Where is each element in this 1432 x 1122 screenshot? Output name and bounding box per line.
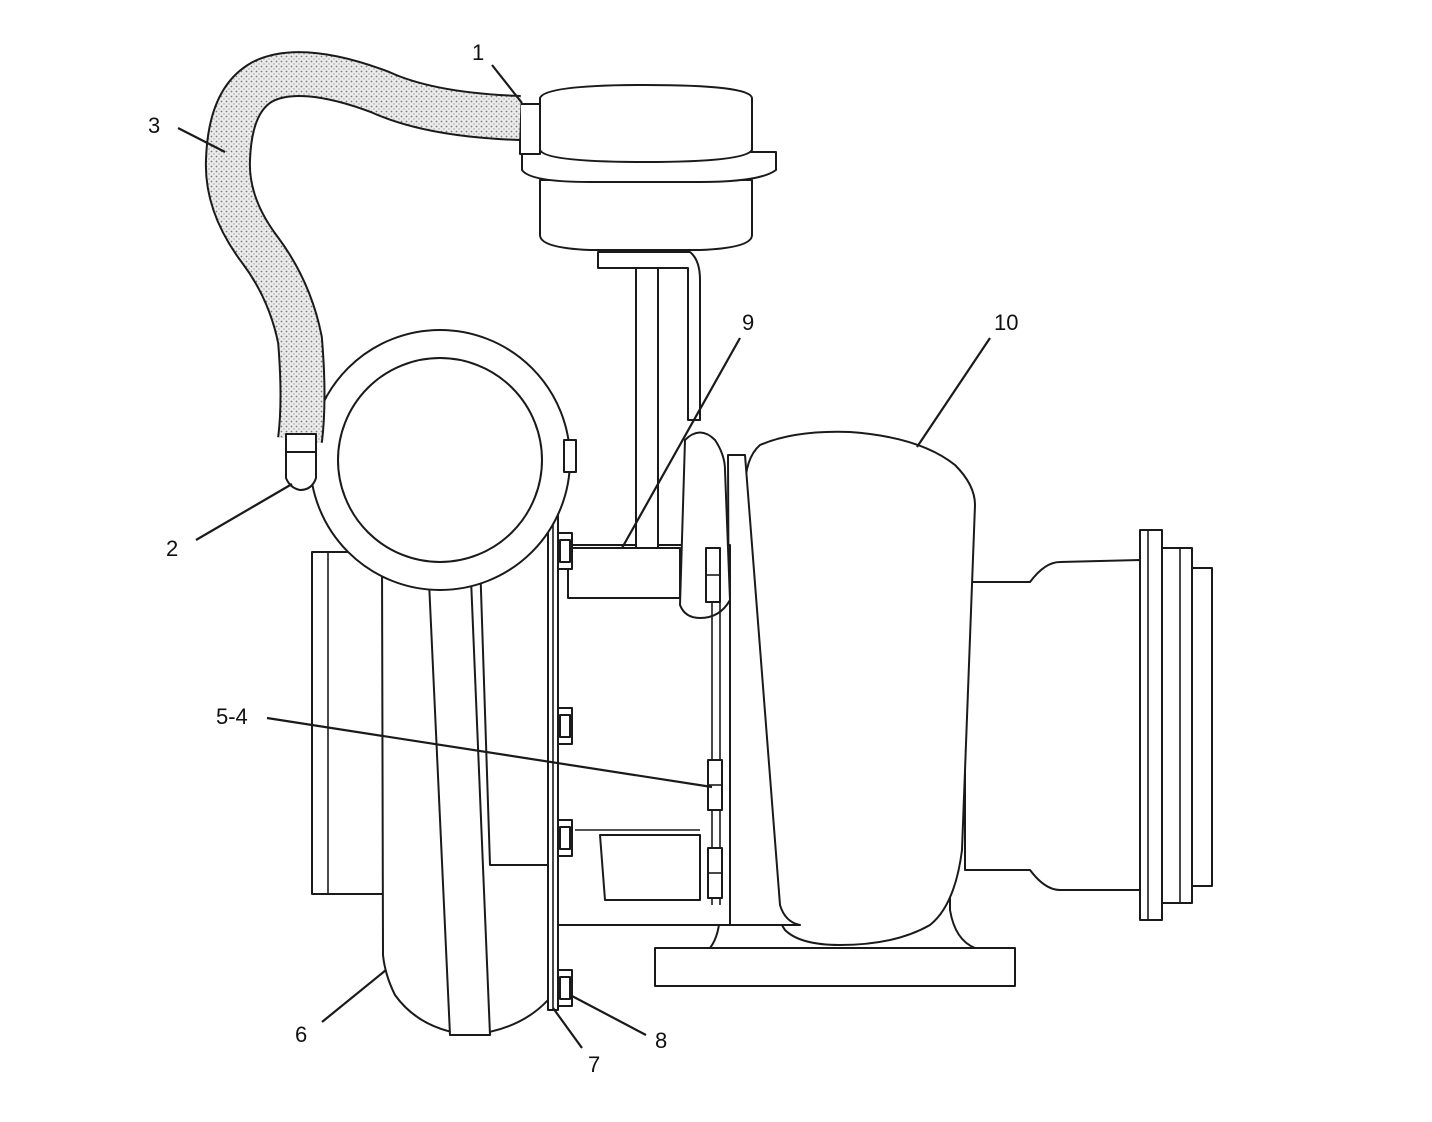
leader-1 [491, 64, 523, 104]
leader-7 [552, 1007, 583, 1049]
turbine-housing [654, 430, 1213, 987]
leader-lines [177, 64, 991, 1049]
leader-3 [177, 127, 226, 153]
callout-5-4: 5-4 [216, 704, 248, 729]
callout-1: 1 [472, 40, 484, 65]
leader-6 [321, 969, 387, 1023]
callout-3: 3 [148, 113, 160, 138]
callout-8: 8 [655, 1028, 667, 1053]
callout-7: 7 [588, 1052, 600, 1077]
bolt-mid-left [557, 707, 573, 745]
leader-9 [621, 337, 741, 549]
bolt-lower-right [707, 847, 723, 899]
hose [204, 51, 521, 491]
callout-6: 6 [295, 1022, 307, 1047]
callout-10: 10 [994, 310, 1018, 335]
leader-10 [916, 337, 991, 448]
leader-5-4 [266, 716, 713, 789]
callout-2: 2 [166, 536, 178, 561]
leader-2 [195, 483, 293, 541]
compressor-outlet-ring [309, 329, 577, 591]
bolt-bottom-left [557, 969, 573, 1007]
wastegate-actuator [519, 84, 777, 549]
bolt-upper-left [557, 532, 573, 570]
callout-labels: 1 3 2 9 10 5-4 6 7 8 [148, 40, 1018, 1077]
bolts [557, 532, 723, 1007]
bolt-mid-right [707, 759, 723, 811]
leader-8 [571, 995, 647, 1036]
compressor-housing [311, 469, 559, 1036]
bolt-upper-right [705, 547, 721, 603]
bolt-lower-left [557, 819, 573, 857]
callout-9: 9 [742, 310, 754, 335]
